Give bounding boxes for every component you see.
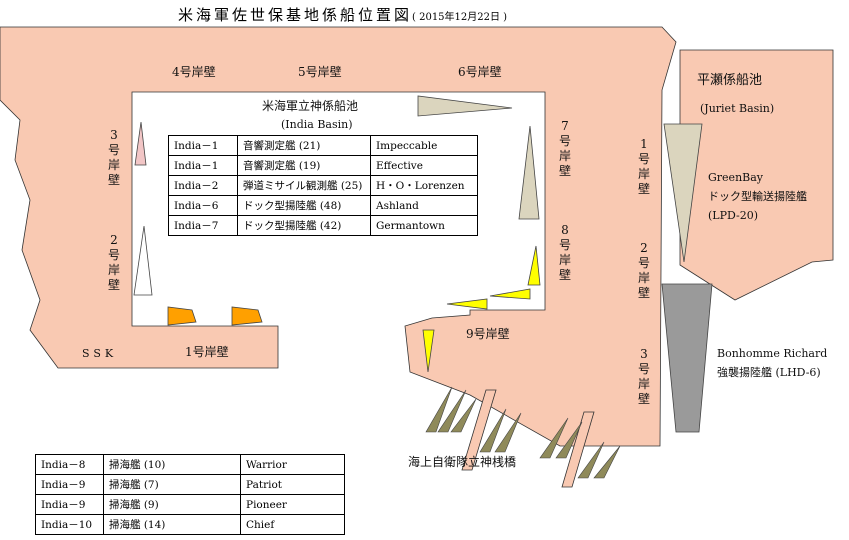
berth-cell: India－1 bbox=[168, 135, 238, 156]
ship-north-khaki bbox=[417, 95, 513, 117]
ssk-label: SSK bbox=[82, 347, 118, 360]
jmsdf-ship-8 bbox=[577, 441, 605, 479]
ship-name-cell: Effective bbox=[370, 155, 478, 176]
ship-bonhomme-richard bbox=[661, 283, 713, 433]
ship-name-cell: Impeccable bbox=[370, 135, 478, 156]
hirase-pier-3-label: 3号岸壁 bbox=[637, 347, 650, 406]
pier-2-label: 2号岸壁 bbox=[107, 233, 120, 292]
india-basin-name: 米海軍立神係船池 bbox=[262, 99, 359, 113]
jmsdf-ship-6 bbox=[539, 417, 569, 459]
type-cell: 音響測定艦 (21) bbox=[237, 135, 371, 156]
type-cell: ドック型揚陸艦 (42) bbox=[237, 215, 371, 236]
table-row: India－1 音響測定艦 (21) Impeccable bbox=[168, 135, 478, 156]
pier-1-label: 1号岸壁 bbox=[185, 345, 229, 359]
jmsdf-ship-9 bbox=[593, 445, 621, 479]
jmsdf-ship-4 bbox=[479, 408, 507, 453]
india-basin-table: India－1 音響測定艦 (21) Impeccable India－1 音響… bbox=[168, 135, 478, 236]
india-basin-en: (India Basin) bbox=[281, 118, 353, 131]
jmsdf-ship-2 bbox=[437, 389, 467, 433]
jmsdf-pier-left bbox=[461, 389, 497, 471]
ship-pink bbox=[134, 121, 147, 166]
ship-yellow-2 bbox=[489, 288, 531, 300]
type-cell: 掃海艦 (9) bbox=[103, 494, 241, 515]
pier-9-label: 9号岸壁 bbox=[466, 327, 510, 341]
table-row: India－1 音響測定艦 (19) Effective bbox=[168, 155, 478, 176]
table-row: India－10 掃海艦 (14) Chief bbox=[35, 514, 345, 535]
hirase-basin-en: (Juriet Basin) bbox=[700, 102, 775, 115]
ship-name-cell: Ashland bbox=[370, 195, 478, 216]
jmsdf-pier-right bbox=[561, 411, 595, 488]
ship-name-cell: Pioneer bbox=[240, 494, 345, 515]
table-row: India－6 ドック型揚陸艦 (48) Ashland bbox=[168, 195, 478, 216]
table-row: India－7 ドック型揚陸艦 (42) Germantown bbox=[168, 215, 478, 236]
map-date: ( 2015年12月22日 ) bbox=[412, 12, 508, 23]
jmsdf-ship-7 bbox=[555, 421, 583, 459]
table-row: India－9 掃海艦 (9) Pioneer bbox=[35, 494, 345, 515]
jmsdf-ship-1 bbox=[425, 386, 453, 433]
table-row: India－2 弾道ミサイル観測艦 (25) H・O・Lorenzen bbox=[168, 175, 478, 196]
type-cell: 掃海艦 (7) bbox=[103, 474, 241, 495]
ship-orange-1 bbox=[167, 306, 197, 326]
ship-name-cell: H・O・Lorenzen bbox=[370, 175, 478, 196]
ship-east-khaki bbox=[518, 125, 540, 220]
type-cell: 掃海艦 (14) bbox=[103, 514, 241, 535]
ship-name-cell: Chief bbox=[240, 514, 345, 535]
berth-cell: India－9 bbox=[35, 494, 104, 515]
ship-white bbox=[133, 225, 153, 296]
pier-7-label: 7号岸壁 bbox=[558, 119, 571, 178]
berth-cell: India－8 bbox=[35, 454, 104, 475]
berth-cell: India－10 bbox=[35, 514, 104, 535]
type-cell: 音響測定艦 (19) bbox=[237, 155, 371, 176]
type-cell: 弾道ミサイル観測艦 (25) bbox=[237, 175, 371, 196]
greenbay-type: ドック型輸送揚陸艦 bbox=[708, 190, 807, 203]
ship-yellow-1 bbox=[527, 245, 541, 286]
pier-3-label: 3号岸壁 bbox=[107, 128, 120, 187]
berth-cell: India－1 bbox=[168, 155, 238, 176]
berth-cell: India－6 bbox=[168, 195, 238, 216]
pier-8-label: 8号岸壁 bbox=[558, 223, 571, 282]
minesweeper-table: India－8 掃海艦 (10) Warrior India－9 掃海艦 (7)… bbox=[35, 454, 345, 535]
map-title-text: 米海軍佐世保基地係船位置図 bbox=[178, 6, 413, 24]
greenbay-hull: (LPD-20) bbox=[708, 209, 759, 222]
jmsdf-pier-label: 海上自衛隊立神桟橋 bbox=[408, 455, 517, 469]
type-cell: 掃海艦 (10) bbox=[103, 454, 241, 475]
berth-cell: India－7 bbox=[168, 215, 238, 236]
hirase-pier-1-label: 1号岸壁 bbox=[637, 137, 650, 196]
ship-name-cell: Warrior bbox=[240, 454, 345, 475]
bonhomme-name: Bonhomme Richard bbox=[717, 347, 828, 360]
table-row: India－8 掃海艦 (10) Warrior bbox=[35, 454, 345, 475]
ship-orange-2 bbox=[231, 306, 263, 326]
hirase-pier-2-label: 2号岸壁 bbox=[637, 241, 650, 300]
land-main bbox=[0, 26, 677, 447]
greenbay-name: GreenBay bbox=[708, 171, 764, 184]
pier-4-label: 4号岸壁 bbox=[172, 65, 216, 79]
ship-greenbay bbox=[663, 123, 703, 263]
jmsdf-ship-3 bbox=[450, 398, 477, 433]
pier-5-label: 5号岸壁 bbox=[298, 65, 342, 79]
type-cell: ドック型揚陸艦 (48) bbox=[237, 195, 371, 216]
map-title: 米海軍佐世保基地係船位置図( 2015年12月22日 ) bbox=[178, 4, 507, 25]
berth-cell: India－9 bbox=[35, 474, 104, 495]
hirase-basin-name: 平瀬係船池 bbox=[697, 73, 763, 88]
jmsdf-ship-5 bbox=[494, 412, 522, 453]
ship-yellow-3 bbox=[446, 298, 488, 310]
bonhomme-type: 強襲揚陸艦 (LHD-6) bbox=[717, 366, 821, 379]
ship-name-cell: Germantown bbox=[370, 215, 478, 236]
table-row: India－9 掃海艦 (7) Patriot bbox=[35, 474, 345, 495]
land-hirase bbox=[679, 49, 834, 301]
pier-6-label: 6号岸壁 bbox=[458, 65, 502, 79]
ship-yellow-4 bbox=[422, 329, 435, 373]
ship-name-cell: Patriot bbox=[240, 474, 345, 495]
berth-cell: India－2 bbox=[168, 175, 238, 196]
